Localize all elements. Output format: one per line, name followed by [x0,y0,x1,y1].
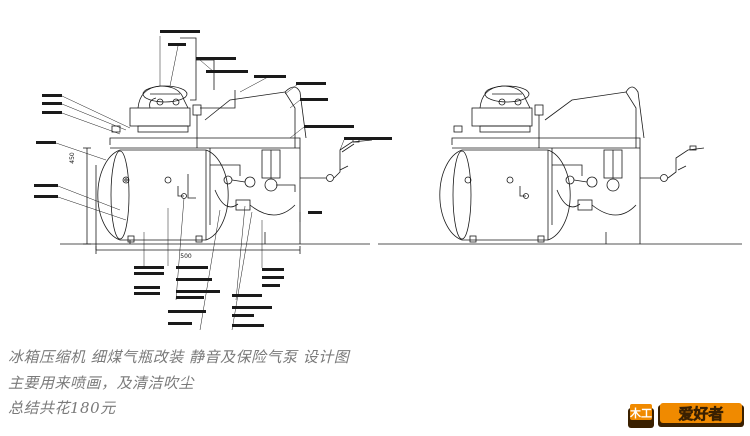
caption-purpose: 主要用来喷画，及清洁吹尘 [8,374,195,392]
callout-leaders [55,36,345,331]
caption-cost: 总结共花180元 [8,399,116,417]
caption-title: 冰箱压缩机 细煤气瓶改装 静音及保险气泵 设计图 [8,348,350,366]
callout-labels [34,30,392,327]
logo-glyph: 木工 [629,406,652,420]
right-assembly [378,85,742,245]
dimension-width: 500 [180,253,192,260]
logo-text: 爱好者 [678,405,723,423]
dimension-height: 450 [69,152,76,164]
watermark-logo: 木工 爱好者 [626,400,746,430]
left-assembly [60,37,373,254]
